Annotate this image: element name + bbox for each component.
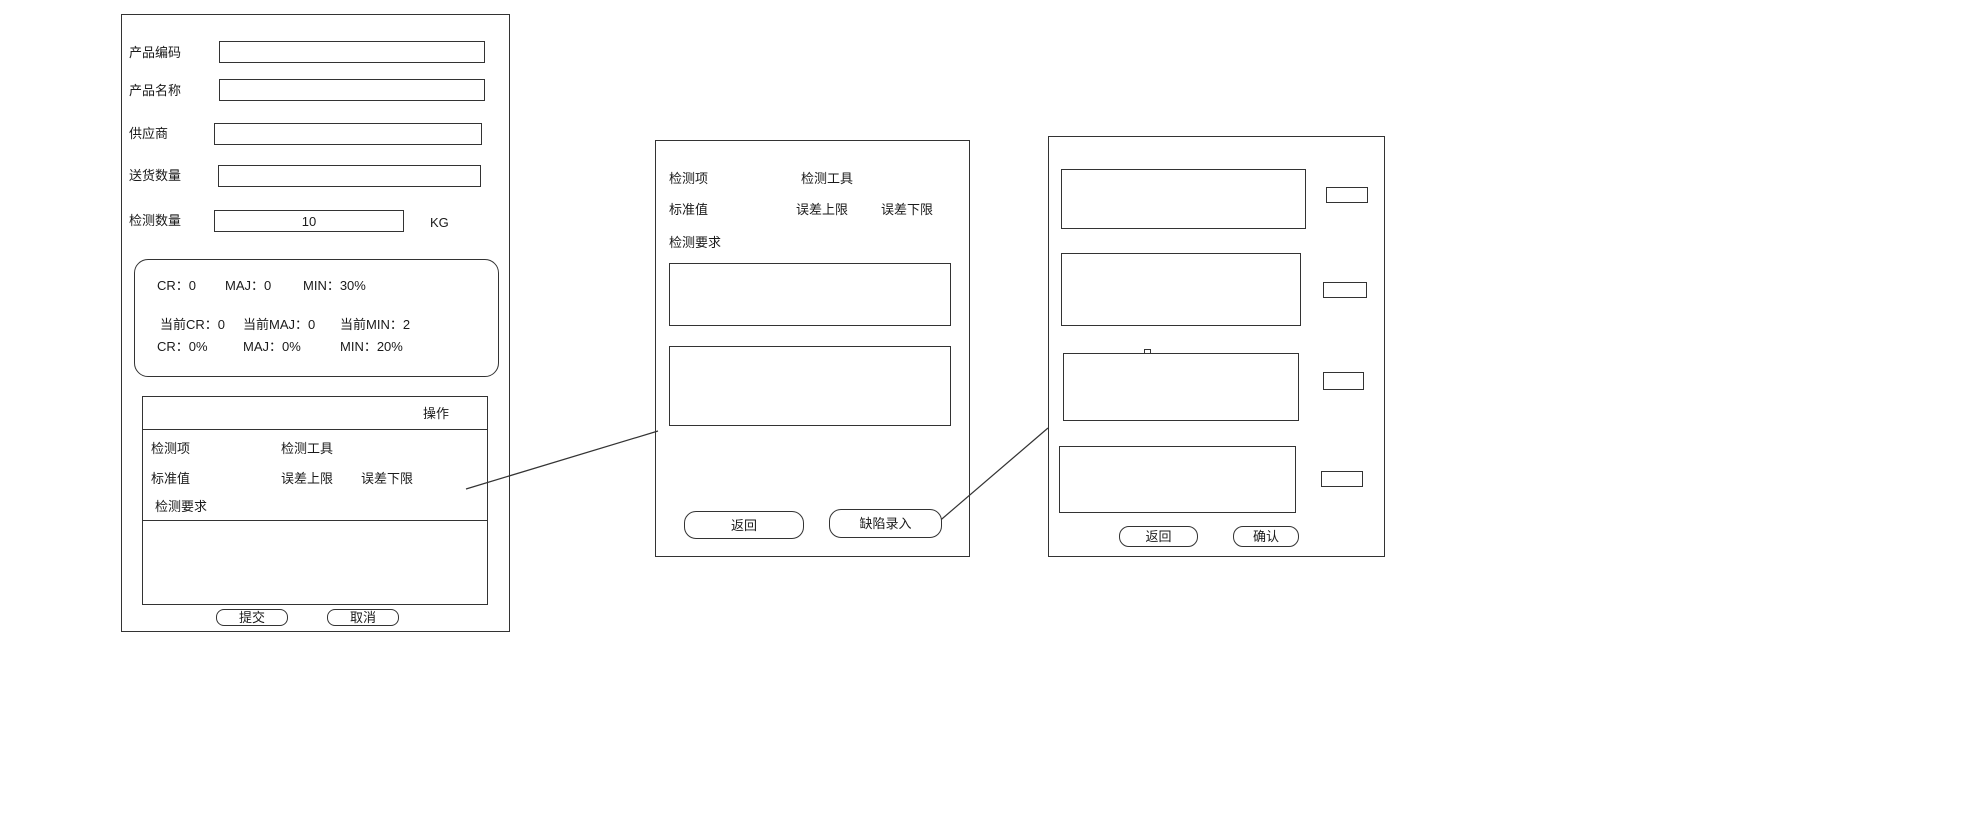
requirement-label: 检测要求 (669, 235, 722, 250)
inspection-stats-box: CR：0 MAJ：0 MIN：30% 当前CR：0 当前MAJ：0 当前MIN：… (134, 259, 499, 377)
table-header-row: 操作 (143, 397, 487, 430)
defect-back-button[interactable]: 返回 (1119, 526, 1198, 547)
upper-limit-column-label: 误差上限 (281, 471, 334, 486)
result-textarea[interactable] (669, 346, 951, 426)
action-column-header: 操作 (422, 406, 449, 421)
delivery-qty-label: 送货数量 (129, 168, 182, 183)
requirement-textarea[interactable] (669, 263, 951, 326)
entry-form-panel: 产品编码 产品名称 供应商 送货数量 检测数量 KG CR：0 MAJ：0 MI… (121, 14, 510, 632)
lower-limit-column-label: 误差下限 (361, 471, 414, 486)
defect-field-3[interactable] (1063, 353, 1299, 421)
lower-limit-label: 误差下限 (881, 202, 934, 217)
stat-maj: MAJ：0 (225, 278, 272, 293)
standard-label: 标准值 (669, 202, 709, 217)
product-code-input[interactable] (219, 41, 485, 63)
inspect-qty-label: 检测数量 (129, 213, 182, 228)
defect-field-2-side-button[interactable] (1323, 282, 1367, 298)
defect-field-4[interactable] (1059, 446, 1296, 513)
table-divider (143, 520, 487, 521)
detail-back-button[interactable]: 返回 (684, 511, 804, 539)
stat-current-cr: 当前CR：0 (160, 317, 226, 332)
product-name-label: 产品名称 (129, 83, 182, 98)
defect-field-3-side-button[interactable] (1323, 372, 1364, 390)
inspect-qty-unit: KG (430, 215, 449, 230)
stat-min: MIN：30% (303, 278, 366, 293)
item-detail-panel: 检测项 检测工具 标准值 误差上限 误差下限 检测要求 返回 缺陷录入 (655, 140, 970, 557)
product-name-input[interactable] (219, 79, 485, 101)
requirement-label: 检测要求 (155, 499, 208, 514)
stat-maj-pct: MAJ：0% (243, 339, 301, 354)
stat-current-min: 当前MIN：2 (340, 317, 411, 332)
stat-current-maj: 当前MAJ：0 (243, 317, 316, 332)
stat-cr-pct: CR：0% (157, 339, 208, 354)
supplier-input[interactable] (214, 123, 482, 145)
inspect-qty-input[interactable] (214, 210, 404, 232)
confirm-button[interactable]: 确认 (1233, 526, 1299, 547)
stat-cr: CR：0 (157, 278, 197, 293)
defect-field-4-side-button[interactable] (1321, 471, 1363, 487)
cancel-button[interactable]: 取消 (327, 609, 399, 626)
stat-min-pct: MIN：20% (340, 339, 403, 354)
tool-column-label: 检测工具 (281, 441, 334, 456)
defect-entry-panel: 返回 确认 (1048, 136, 1385, 557)
defect-field-1-side-button[interactable] (1326, 187, 1368, 203)
item-label: 检测项 (669, 171, 709, 186)
defect-field-2[interactable] (1061, 253, 1301, 326)
supplier-label: 供应商 (129, 126, 169, 141)
defect-field-1[interactable] (1061, 169, 1306, 229)
standard-column-label: 标准值 (151, 471, 191, 486)
upper-limit-label: 误差上限 (796, 202, 849, 217)
submit-button[interactable]: 提交 (216, 609, 288, 626)
delivery-qty-input[interactable] (218, 165, 481, 187)
defect-entry-button[interactable]: 缺陷录入 (829, 509, 942, 538)
tool-label: 检测工具 (801, 171, 854, 186)
product-code-label: 产品编码 (129, 45, 182, 60)
inspection-items-table: 操作 检测项 检测工具 标准值 误差上限 误差下限 检测要求 (142, 396, 488, 605)
item-column-label: 检测项 (151, 441, 191, 456)
